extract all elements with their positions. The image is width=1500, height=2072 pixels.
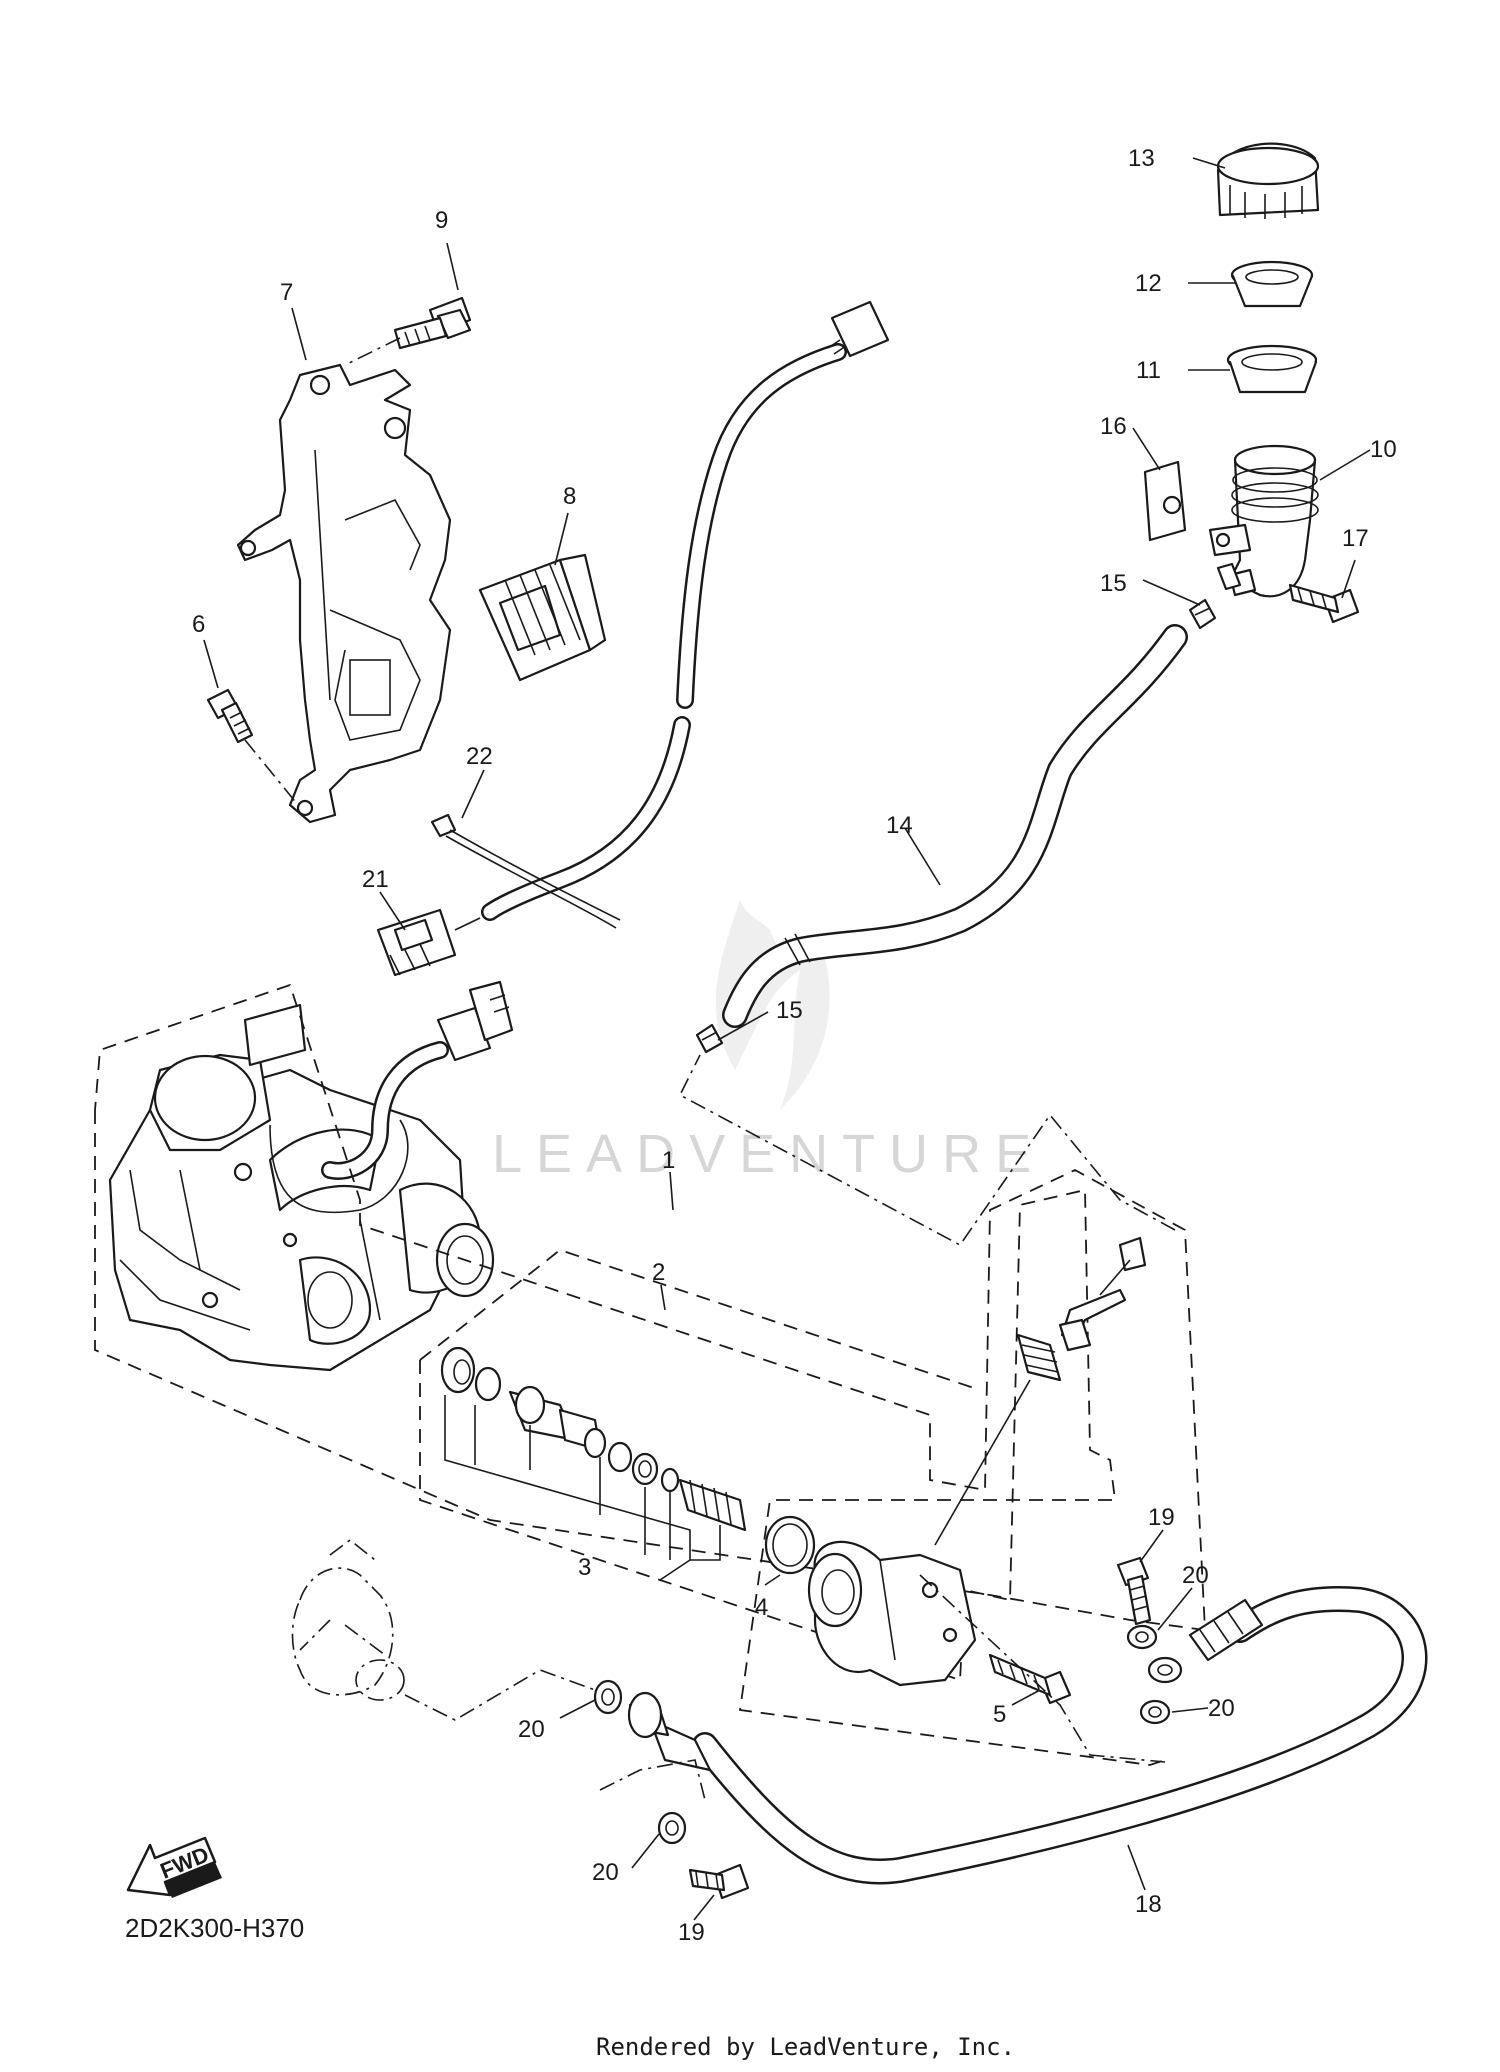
o-ring-4[interactable] — [764, 1515, 816, 1575]
piston-kit-2[interactable] — [440, 1346, 747, 1532]
watermark-logo — [715, 900, 830, 1110]
callout-19-right: 19 — [1148, 1504, 1175, 1531]
callout-20-b: 20 — [592, 1859, 619, 1886]
wire-harness[interactable] — [481, 300, 890, 921]
reservoir-cap-13[interactable] — [1216, 142, 1320, 219]
callout-5: 5 — [993, 1701, 1006, 1728]
callout-22: 22 — [466, 743, 493, 770]
bracket-bolt-line-9 — [344, 337, 401, 366]
assembly-1-outline — [94, 983, 1206, 1632]
diaphragm-11[interactable] — [1226, 344, 1318, 394]
leader-3 — [444, 1395, 721, 1581]
callout-20-c: 20 — [1182, 1562, 1209, 1589]
diaphragm-plate-12[interactable] — [1230, 260, 1314, 308]
hose-fitting[interactable] — [1058, 1236, 1147, 1352]
engine-to-hose-line — [404, 1669, 596, 1721]
callout-7: 7 — [280, 279, 293, 306]
hose-to-bolt-line — [599, 1759, 706, 1801]
callout-4: 4 — [755, 1594, 768, 1621]
watermark-text: LEADVENTURE — [492, 1124, 1045, 1184]
washer-20-d[interactable] — [1139, 1699, 1171, 1725]
engine-fitting-phantom — [291, 1538, 405, 1701]
callout-19-left: 19 — [678, 1919, 705, 1946]
callout-14: 14 — [886, 812, 913, 839]
diagram-code: 2D2K300-H370 — [125, 1913, 304, 1943]
washer-20-c[interactable] — [1126, 1624, 1158, 1650]
callout-15-bottom: 15 — [776, 997, 803, 1024]
nut-16[interactable] — [1143, 460, 1187, 542]
callout-20-a: 20 — [518, 1716, 545, 1743]
screw-5[interactable] — [988, 1653, 1072, 1705]
coupler-21[interactable] — [376, 908, 481, 977]
callout-11: 11 — [1136, 357, 1161, 384]
clutch-hose-18[interactable] — [627, 1586, 1428, 1885]
washer-20-b[interactable] — [657, 1811, 687, 1845]
mc-to-hose-line — [919, 1574, 1166, 1763]
reservoir-10[interactable] — [1208, 444, 1319, 598]
bolt-6[interactable] — [206, 688, 254, 744]
callout-18: 18 — [1135, 1891, 1162, 1918]
actuator-connector[interactable] — [321, 980, 514, 1180]
callout-21: 21 — [362, 866, 389, 893]
callout-3: 3 — [578, 1554, 591, 1581]
reservoir-fitting[interactable] — [1216, 562, 1242, 591]
mc-grommet[interactable] — [934, 1333, 1062, 1546]
union-bolt-19-right[interactable] — [1116, 1556, 1152, 1626]
bracket-7[interactable] — [236, 363, 452, 824]
callout-20-d: 20 — [1208, 1695, 1235, 1722]
render-credit: Rendered by LeadVenture, Inc. — [596, 2033, 1015, 2061]
callout-16: 16 — [1100, 413, 1127, 440]
callout-10: 10 — [1370, 436, 1397, 463]
callout-1: 1 — [662, 1147, 675, 1174]
callout-8: 8 — [563, 483, 576, 510]
callout-leaders — [203, 157, 1371, 1921]
bolt-9[interactable] — [393, 296, 472, 350]
reservoir-hose-14[interactable] — [722, 624, 1188, 1028]
callout-9: 9 — [435, 207, 448, 234]
callout-15-top: 15 — [1100, 570, 1127, 597]
washer-20-a[interactable] — [593, 1679, 623, 1715]
union-bolt-19-left[interactable] — [688, 1863, 750, 1900]
fwd-arrow-icon: FWD — [126, 1836, 222, 1898]
callout-2: 2 — [652, 1259, 665, 1286]
regulator-8[interactable] — [478, 553, 607, 682]
assembly-3-outline — [419, 1248, 981, 1391]
hose-routing-line-top — [678, 1054, 1176, 1247]
callout-6: 6 — [192, 611, 205, 638]
screw-17[interactable] — [1288, 583, 1360, 624]
callout-12: 12 — [1135, 270, 1162, 297]
cable-tie-22[interactable] — [430, 813, 621, 929]
callout-labels: 9 7 8 6 13 12 11 16 10 17 15 14 15 22 21… — [192, 145, 1397, 1946]
hose-clip-15-bottom[interactable] — [695, 1023, 724, 1054]
bracket-bolt-line-6 — [244, 739, 299, 806]
callout-17: 17 — [1342, 525, 1369, 552]
callout-13: 13 — [1128, 145, 1155, 172]
assembly-2-outline — [419, 1188, 1166, 1766]
master-cylinder-body[interactable] — [807, 1540, 977, 1687]
hose-clip-15-top[interactable] — [1188, 598, 1217, 630]
